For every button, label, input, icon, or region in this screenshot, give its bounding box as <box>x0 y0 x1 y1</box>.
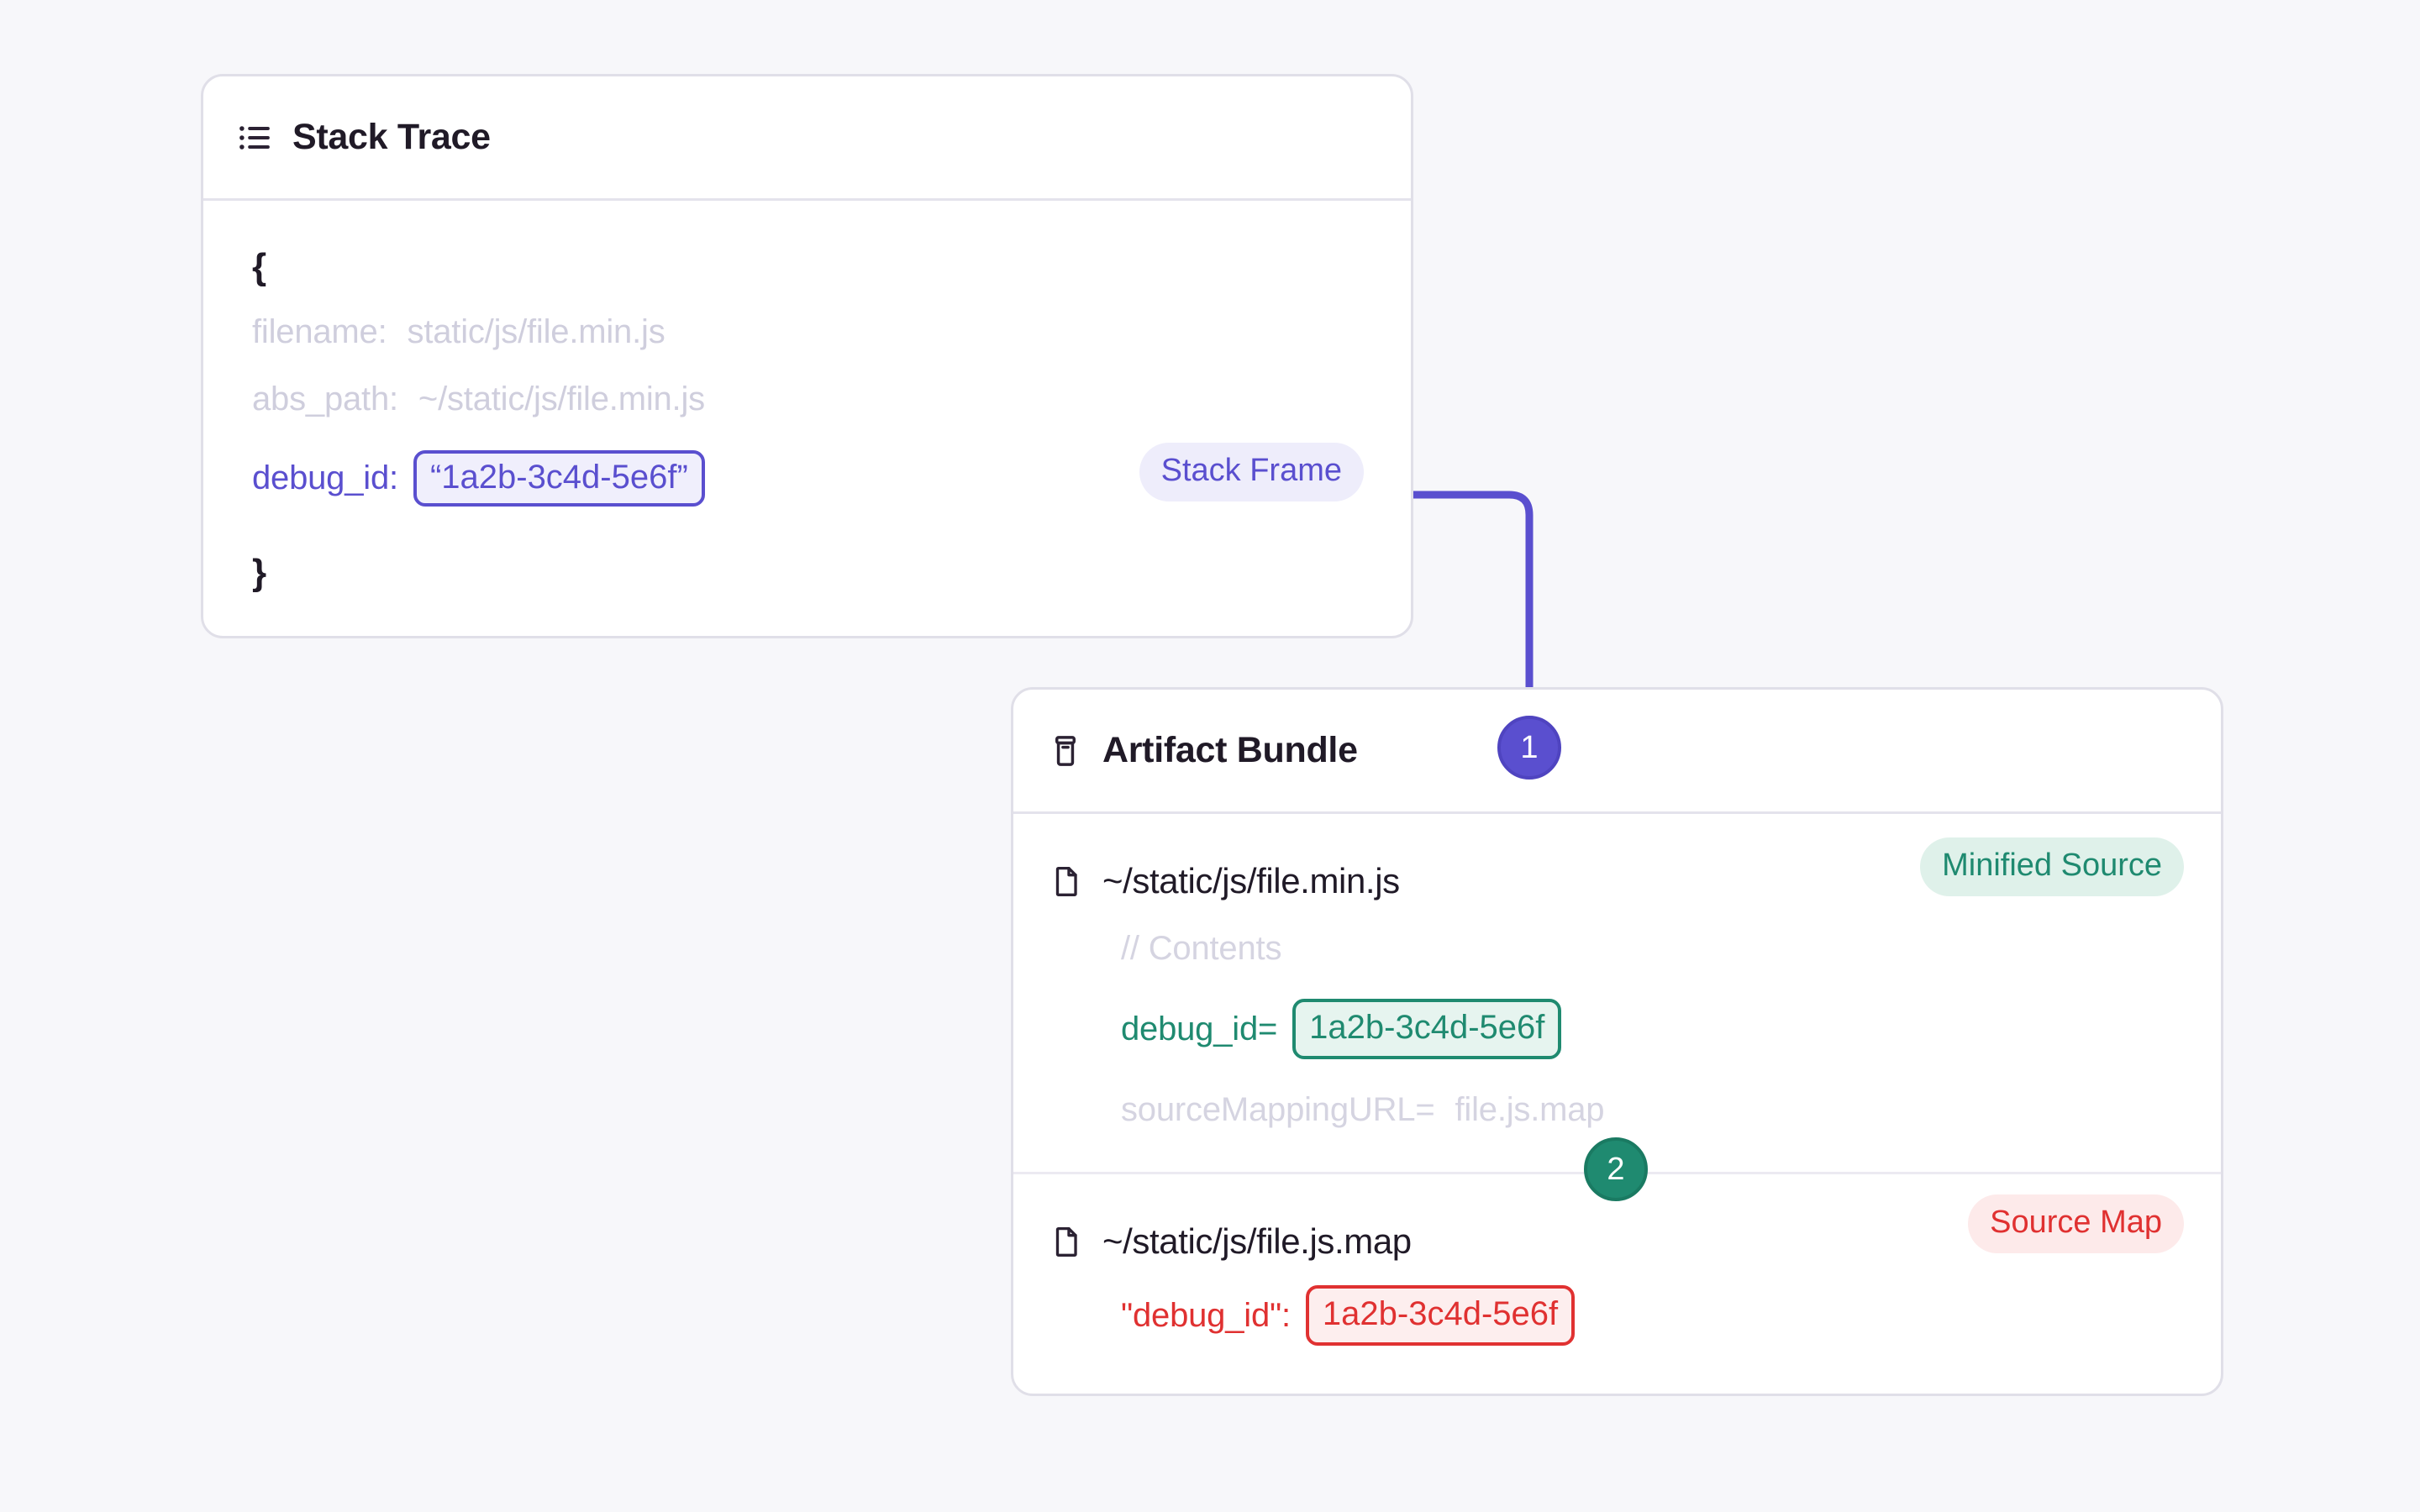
status-badge-stack-frame: Stack Frame <box>1139 443 1364 501</box>
file-icon <box>1049 864 1084 899</box>
json-close-brace: } <box>252 552 267 593</box>
step-badge-1: 1 <box>1497 716 1561 780</box>
stack-trace-title: Stack Trace <box>292 117 491 157</box>
stack-trace-body: Stack Frame { filename: static/js/file.m… <box>203 201 1411 604</box>
artifact-bundle-title: Artifact Bundle <box>1102 730 1358 770</box>
source-map-file-row: ~/static/js/file.js.map <box>1013 1211 2221 1272</box>
source-map-file-name: ~/static/js/file.js.map <box>1102 1221 1412 1261</box>
filename-value: static/js/file.min.js <box>407 313 666 350</box>
step-badge-2: 2 <box>1584 1137 1648 1201</box>
list-icon <box>237 119 274 156</box>
abs-path-value: ~/static/js/file.min.js <box>418 381 705 417</box>
stack-frame-debug-id-value[interactable]: “1a2b-3c4d-5e6f” <box>413 449 705 507</box>
source-map-debug-id-value[interactable]: 1a2b-3c4d-5e6f <box>1305 1285 1576 1346</box>
source-map-debug-id-key: "debug_id": <box>1121 1296 1291 1334</box>
source-mapping-url-key: sourceMappingURL= <box>1121 1090 1435 1128</box>
stack-frame-row-debug-id: debug_id: “1a2b-3c4d-5e6f” <box>203 433 1411 523</box>
stack-trace-card: Stack Trace Stack Frame { filename: stat… <box>201 74 1413 638</box>
status-badge-minified-source: Minified Source <box>1920 837 2184 896</box>
minified-source-section: Minified Source ~/static/js/file.min.js … <box>1013 814 2221 1172</box>
source-map-section: Source Map ~/static/js/file.js.map "debu… <box>1013 1172 2221 1384</box>
stack-frame-row-abs-path: abs_path: ~/static/js/file.min.js <box>203 365 1411 433</box>
source-mapping-url-row: sourceMappingURL= file.js.map <box>1013 1073 2221 1147</box>
status-badge-source-map: Source Map <box>1968 1194 2184 1253</box>
minified-debug-id-key: debug_id= <box>1121 1010 1278 1047</box>
filename-key: filename: <box>252 313 387 350</box>
artifact-bundle-card: Artifact Bundle Minified Source ~/static… <box>1011 687 2223 1396</box>
contents-comment: // Contents <box>1121 929 1282 967</box>
minified-contents-comment-row: // Contents <box>1013 911 2221 985</box>
json-open-brace: { <box>252 246 267 287</box>
stack-trace-header: Stack Trace <box>203 76 1411 201</box>
archive-box-icon <box>1047 732 1084 769</box>
minified-source-file-name: ~/static/js/file.min.js <box>1102 861 1400 900</box>
minified-debug-id-value[interactable]: 1a2b-3c4d-5e6f <box>1292 999 1562 1059</box>
minified-source-file-row: ~/static/js/file.min.js <box>1013 851 2221 911</box>
abs-path-key: abs_path: <box>252 381 398 417</box>
debug-id-key: debug_id: <box>252 459 398 496</box>
stack-frame-row-filename: filename: static/js/file.min.js <box>203 298 1411 365</box>
minified-debug-id-row: debug_id= 1a2b-3c4d-5e6f <box>1013 985 2221 1073</box>
source-mapping-url-value: file.js.map <box>1455 1090 1605 1128</box>
source-map-debug-id-row: "debug_id": 1a2b-3c4d-5e6f <box>1013 1272 2221 1359</box>
file-icon <box>1049 1224 1084 1259</box>
artifact-bundle-header: Artifact Bundle <box>1013 690 2221 814</box>
